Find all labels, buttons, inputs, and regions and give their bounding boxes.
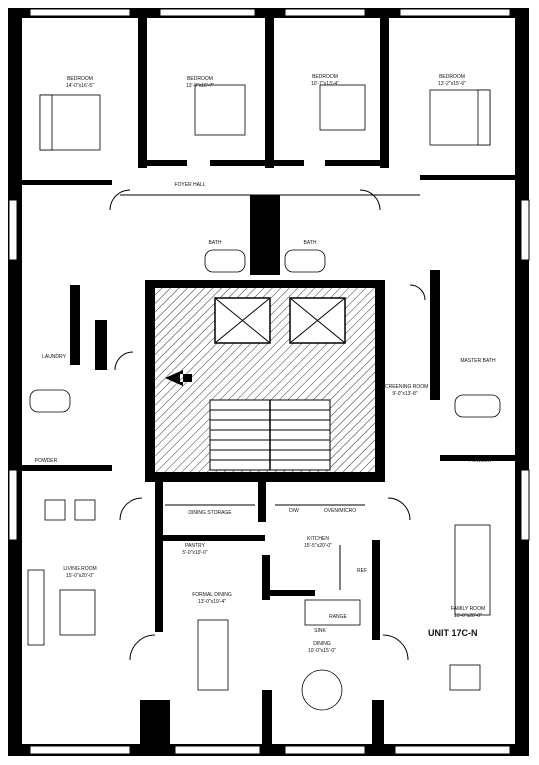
exterior-walls bbox=[8, 8, 530, 756]
room-name-bath-2: BATH bbox=[304, 240, 317, 246]
room-name-powder-1: POWDER bbox=[35, 458, 58, 464]
room-name-kitchen: KITCHEN bbox=[307, 536, 329, 542]
annotation-ref: REF bbox=[357, 568, 367, 574]
entry-arrow-icon bbox=[165, 370, 192, 386]
room-name-powder-2: POWDER bbox=[469, 458, 492, 464]
room-name-master-bath: MASTER BATH bbox=[460, 358, 496, 364]
room-dims-dining: 10'-0"x15'-0" bbox=[308, 648, 336, 654]
building-core bbox=[155, 288, 375, 472]
annotation-sink: SINK bbox=[314, 628, 326, 634]
room-name-laundry: LAUNDRY bbox=[42, 354, 66, 360]
room-name-bedroom-2: BEDROOM bbox=[187, 76, 213, 82]
room-dims-screening-room: 9'-0"x13'-8" bbox=[392, 391, 417, 397]
room-dims-bedroom-3: 10'-7"x13'-4" bbox=[311, 81, 339, 87]
room-name-formal-dining: FORMAL DINING bbox=[192, 592, 232, 598]
room-name-bedroom-4: BEDROOM bbox=[439, 74, 465, 80]
annotation-range: RANGE bbox=[329, 614, 347, 620]
room-name-living-room: LIVING ROOM bbox=[63, 566, 96, 572]
room-name-screening-room: SCREENING ROOM bbox=[382, 384, 429, 390]
room-name-bedroom-3: BEDROOM bbox=[312, 74, 338, 80]
room-name-dining: DINING bbox=[313, 641, 331, 647]
room-dims-family-room: 15'-0"x20'-0" bbox=[454, 613, 482, 619]
stair-treads bbox=[210, 400, 330, 470]
room-dims-formal-dining: 13'-0"x19'-4" bbox=[198, 599, 226, 605]
room-dims-bedroom-2: 13'-0"x16'-7" bbox=[186, 83, 214, 89]
room-name-family-room: FAMILY ROOM bbox=[451, 606, 485, 612]
room-name-bedroom-1: BEDROOM bbox=[67, 76, 93, 82]
interior-walls bbox=[22, 18, 515, 750]
room-dims-pantry: 5'-0"x10'-0" bbox=[182, 550, 207, 556]
room-name-pantry: PANTRY bbox=[185, 543, 205, 549]
furniture bbox=[27, 84, 501, 711]
room-name-bath-1: BATH bbox=[209, 240, 222, 246]
door-swings bbox=[109, 189, 426, 661]
unit-label: UNIT 17C-N bbox=[428, 628, 478, 638]
room-name-dining-storage: DINING STORAGE bbox=[188, 510, 232, 516]
room-dims-bedroom-1: 14'-0"x16'-5" bbox=[66, 83, 94, 89]
annotation-dw: D/W bbox=[289, 508, 299, 514]
room-dims-bedroom-4: 13'-2"x15'-6" bbox=[438, 81, 466, 87]
room-dims-living-room: 15'-0"x20'-0" bbox=[66, 573, 94, 579]
annotation-oven: OVEN/MICRO bbox=[324, 508, 356, 514]
room-name-foyer-hall: FOYER HALL bbox=[174, 182, 205, 188]
room-labels: BEDROOM 14'-0"x16'-5" BEDROOM 13'-0"x16'… bbox=[35, 74, 496, 654]
room-dims-kitchen: 15'-5"x20'-0" bbox=[304, 543, 332, 549]
